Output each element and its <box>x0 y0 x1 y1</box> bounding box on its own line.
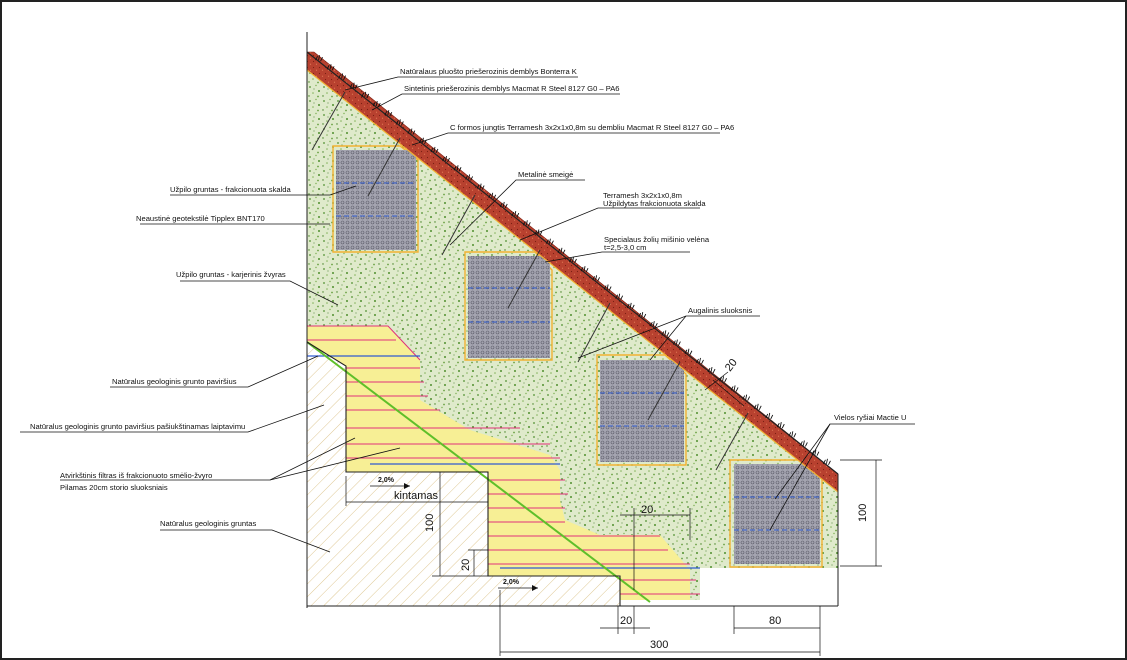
grass-tuft <box>811 449 820 456</box>
label-filter-2: Pilamas 20cm storio sluoksniais <box>60 483 168 492</box>
dim-w20-right: 20 <box>641 504 653 516</box>
grass-tuft <box>361 91 370 99</box>
label-fill-crushed: Užpilo gruntas - frakcionuota skalda <box>170 185 291 194</box>
grass-tuft <box>488 192 497 199</box>
label-natural-ground: Natūralus geologinis gruntas <box>160 519 256 528</box>
label-c-joint: C formos jungtis Terramesh 3x2x1x0,8m su… <box>450 123 734 132</box>
terramesh-box-4 <box>729 459 823 568</box>
label-metal-stake: Metalinė smeigė <box>518 170 573 179</box>
grass-tuft <box>522 220 531 227</box>
grass-tuft <box>707 366 716 374</box>
grass-tuft <box>615 293 624 300</box>
label-natural-surface-stepped: Natūralus geologinis grunto paviršius pa… <box>30 422 245 431</box>
label-turf-1: Specialaus žolių mišinio velėna <box>604 235 710 244</box>
dimension-labels: 20 2,0% kintamas 100 20 2,0% 20 100 20 8… <box>378 357 869 651</box>
grass-tuft <box>753 403 762 410</box>
dim-h100-right: 100 <box>857 504 869 522</box>
grass-tuft <box>430 146 439 154</box>
label-bonterra: Natūralaus pluošto priešerozinis demblys… <box>400 67 577 76</box>
grass-tuft <box>765 412 774 420</box>
leader-lines <box>20 76 915 553</box>
grass-tuft <box>672 339 681 346</box>
grass-tuft <box>730 385 739 392</box>
callout-labels: Natūralaus pluošto priešerozinis demblys… <box>30 67 906 528</box>
dim-h20-left: 20 <box>460 559 472 571</box>
grass-tuft <box>799 440 808 447</box>
label-natural-surface: Natūralus geologinis grunto paviršius <box>112 377 237 386</box>
grass-tuft <box>453 165 462 172</box>
grass-tuft <box>649 321 658 328</box>
grass-tuft <box>776 422 785 429</box>
natural-ground-area <box>307 342 620 606</box>
label-filter-1: Atvirkštinis filtras iš frakcionuoto smė… <box>60 471 212 480</box>
grass-tuft <box>569 256 577 264</box>
label-wire-ties: Vielos ryšiai Mactie U <box>834 413 906 422</box>
grass-tuft <box>684 348 693 355</box>
grass-tuft <box>395 119 404 126</box>
dim-h100-left: 100 <box>424 514 436 532</box>
dim-slope-20: 20 <box>723 357 740 374</box>
dim-w300: 300 <box>650 639 668 651</box>
grass-tuft <box>511 211 520 218</box>
grass-tuft <box>499 201 508 209</box>
grass-tuft <box>661 330 670 337</box>
dim-variable: kintamas <box>394 490 439 502</box>
facing-inner-line <box>306 69 839 493</box>
dim-slope-pct-2: 2,0% <box>503 579 520 586</box>
label-vegetative: Augalinis sluoksnis <box>688 306 752 315</box>
grass-tuft <box>326 64 335 71</box>
label-macmat: Sintetinis priešerozinis demblys Macmat … <box>404 84 620 93</box>
terramesh-box-1 <box>332 145 419 253</box>
grass-tuft <box>557 247 566 255</box>
grass-tuft <box>407 128 416 135</box>
slope-top-line <box>306 51 839 475</box>
grass-tuft <box>580 266 589 273</box>
grass-tuft <box>823 458 831 466</box>
dim-w20-bottom: 20 <box>620 615 632 627</box>
grass-tuft <box>315 55 323 62</box>
grass-tuft <box>349 82 358 89</box>
grass-tufts <box>315 55 831 466</box>
grass-tuft <box>338 73 347 80</box>
grass-tuft <box>638 311 647 319</box>
grass-tuft <box>384 110 393 117</box>
grass-tuft <box>788 431 797 438</box>
grass-tuft <box>603 284 612 291</box>
grass-tuft <box>465 174 474 181</box>
grass-tuft <box>696 357 704 365</box>
dim-w80: 80 <box>769 615 781 627</box>
label-terramesh-2: Užpildytas frakcionuota skalda <box>603 199 706 208</box>
label-fill-quarry: Užpilo gruntas - karjerinis žvyras <box>176 270 286 279</box>
grass-tuft <box>546 238 554 245</box>
grass-tuft <box>592 275 600 282</box>
grass-tuft <box>626 302 635 310</box>
dim-slope-pct-1: 2,0% <box>378 477 395 484</box>
label-geotextile: Neaustinė geotekstilė Tipplex BNT170 <box>136 214 265 223</box>
terramesh-box-3 <box>596 354 687 466</box>
grass-tuft <box>442 155 450 163</box>
metal-stakes <box>311 91 749 471</box>
label-turf-2: t=2,5-3,0 cm <box>604 243 646 252</box>
dimension-lines <box>345 371 882 656</box>
label-terramesh-1: Terramesh 3x2x1x0,8m <box>603 191 682 200</box>
grass-tuft <box>719 376 727 383</box>
grass-tuft <box>476 183 485 190</box>
grass-tuft <box>742 394 751 401</box>
terramesh-box-2 <box>464 251 553 361</box>
